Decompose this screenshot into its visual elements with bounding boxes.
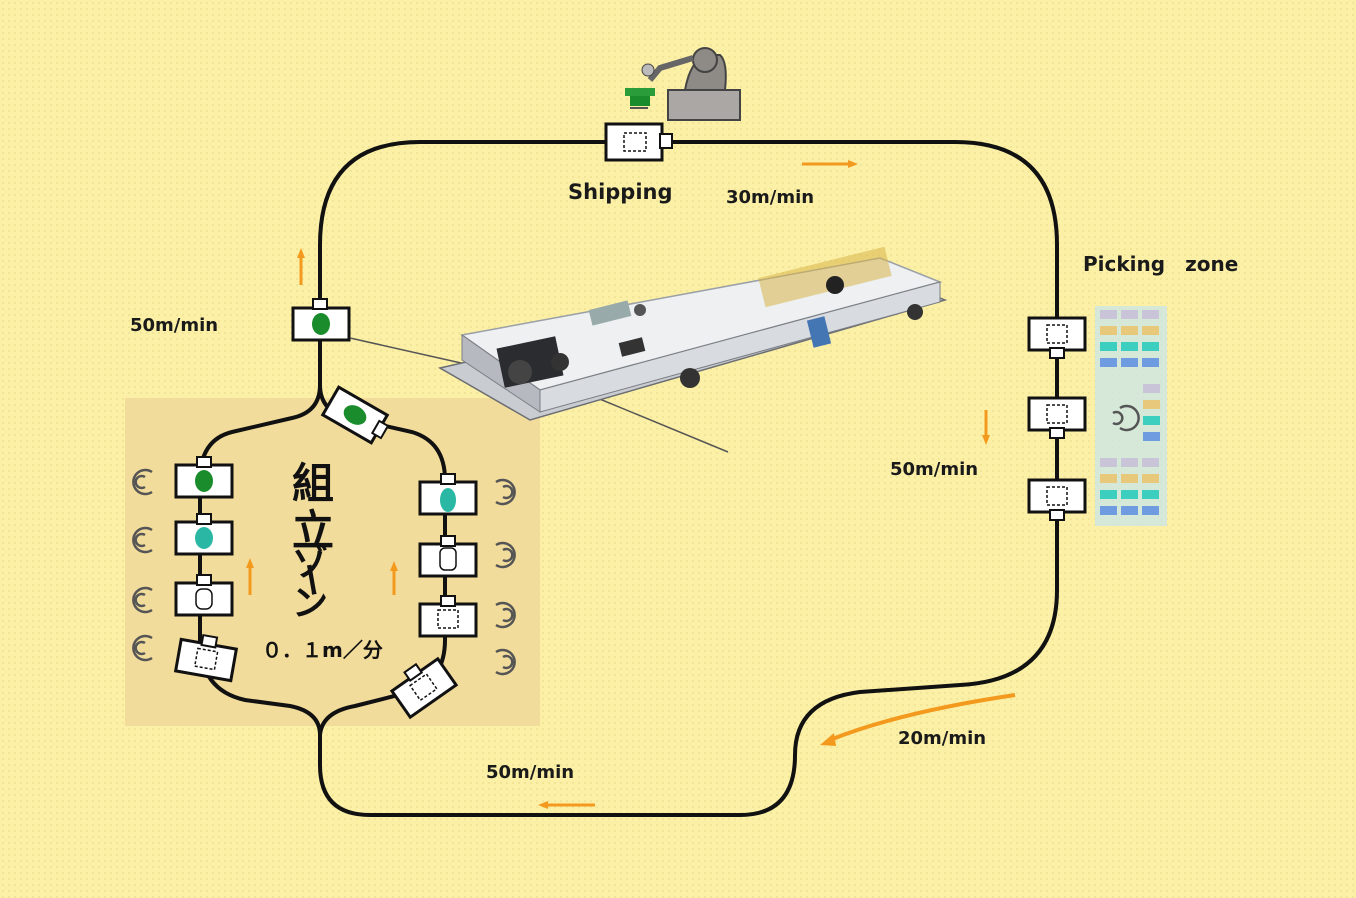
speed-left-label: 50m/min — [130, 315, 218, 336]
agv-station-left-2 — [174, 513, 234, 556]
agv-station-right-3 — [418, 595, 478, 638]
assembly-zone-label-3: ゾ — [292, 543, 328, 584]
agv-station-split-top — [320, 385, 390, 445]
agv-station-left-1 — [174, 456, 234, 499]
speed-bottom-right-label: 20m/min — [898, 728, 986, 749]
speed-bottom-label: 50m/min — [486, 762, 574, 783]
agv-station-picking-3 — [1027, 478, 1087, 521]
assembly-speed-label: ０．１m／分 — [262, 638, 383, 662]
main-track-loop — [318, 140, 1059, 817]
operator-icon — [132, 468, 153, 662]
agv-vehicle-icon — [437, 246, 948, 421]
operator-icon — [1112, 404, 1140, 432]
agv-station-picking-2 — [1027, 396, 1087, 439]
direction-arrow-bottom — [538, 801, 595, 809]
agv-station-right-2 — [418, 535, 478, 578]
robot-arm-icon — [625, 47, 741, 121]
agv-station-left-3 — [174, 574, 234, 617]
direction-arrow-left — [297, 248, 305, 285]
shipping-label: Shipping — [568, 180, 673, 204]
agv-station-left — [291, 298, 351, 342]
direction-arrow-top — [802, 160, 858, 168]
leader-line-2 — [589, 394, 729, 453]
agv-station-picking-1 — [1027, 316, 1087, 359]
assembly-zone-area — [125, 398, 540, 726]
direction-arrow-assembly-left — [246, 558, 254, 595]
picking-zone-label: Picking zone — [1083, 252, 1238, 276]
direction-arrow-bottom-right — [820, 693, 1016, 746]
direction-arrow-right — [982, 410, 990, 445]
assembly-zone-label-4: ー — [286, 559, 333, 602]
picking-rack — [1095, 306, 1167, 526]
operator-icon — [495, 478, 516, 676]
shipping-station-icon — [604, 122, 673, 162]
assembly-track-left — [198, 384, 322, 736]
agv-station-right-4 — [389, 656, 459, 720]
speed-top-label: 30m/min — [726, 187, 814, 208]
leader-line-1 — [349, 337, 471, 366]
speed-right-label: 50m/min — [890, 459, 978, 480]
direction-arrow-assembly-right — [390, 561, 398, 595]
agv-station-left-4 — [173, 633, 239, 683]
assembly-zone-label-1: 組 — [292, 459, 334, 508]
assembly-zone-label-5: ン — [292, 583, 328, 624]
assembly-zone-label-2: 立 — [292, 506, 334, 555]
agv-station-right-1 — [418, 473, 478, 516]
